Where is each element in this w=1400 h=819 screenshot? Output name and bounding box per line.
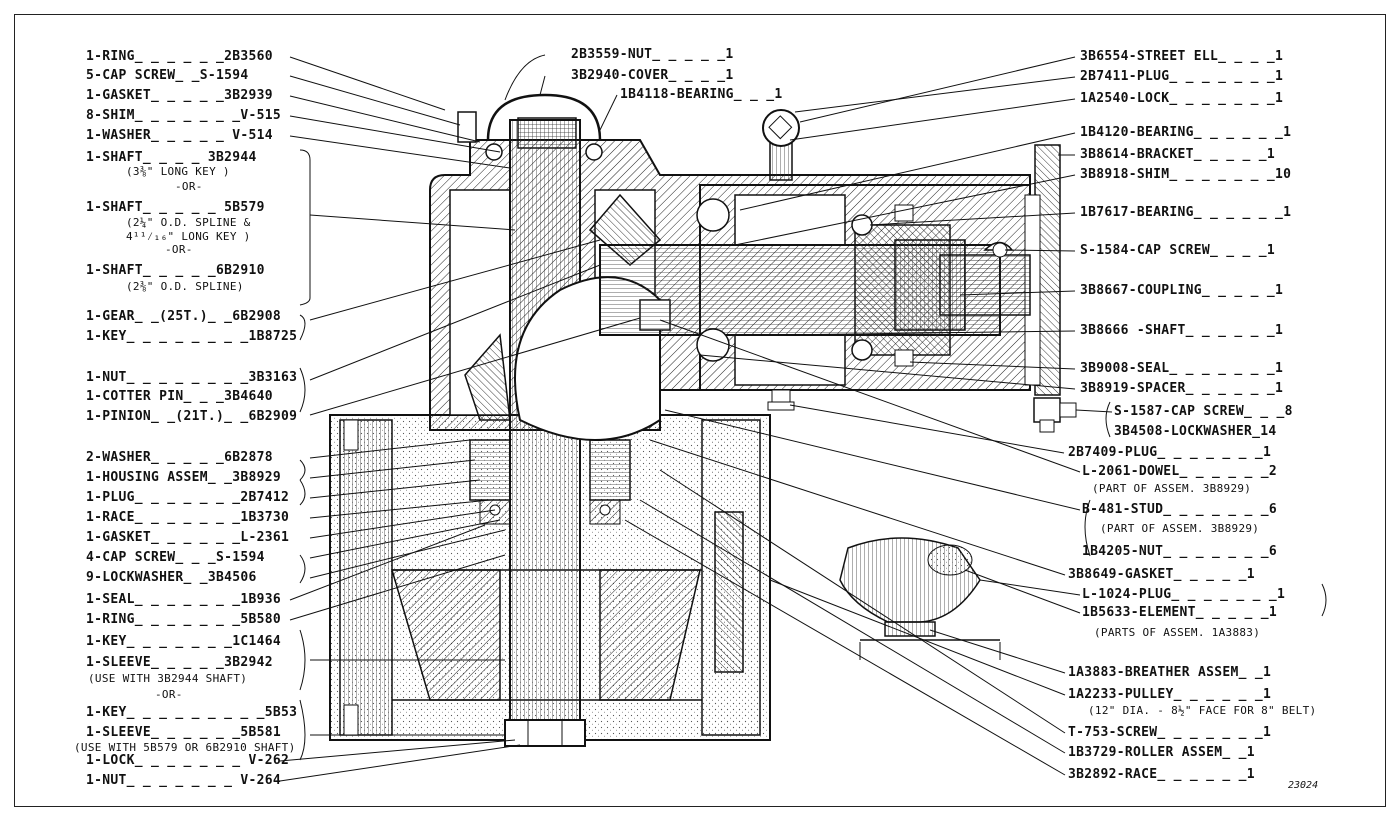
- part-label-l4: 8-SHIM_ _ _ _ _ _ _V-515: [86, 108, 282, 123]
- part-label-l1: 1-RING_ _ _ _ _ _2B3560: [86, 49, 273, 64]
- part-label-l13: 1-PINION_ _(21T.)_ _6B2909: [86, 409, 298, 424]
- part-label-l12: 1-COTTER PIN_ _ _3B4640: [86, 389, 273, 404]
- part-label-l11: 1-NUT_ _ _ _ _ _ _ _3B3163: [86, 370, 298, 385]
- part-label-r11: 3B9008-SEAL_ _ _ _ _ _ _1: [1080, 361, 1284, 376]
- part-label-r29: 1B3729-ROLLER ASSEM_ _1: [1068, 745, 1255, 760]
- part-label-t1: 2B3559-NUT_ _ _ _ _1: [571, 47, 734, 62]
- cap-screw-right: [1033, 397, 1077, 433]
- part-label-r8: S-1584-CAP SCREW_ _ _ _1: [1080, 243, 1276, 258]
- part-label-l7b: 4¹¹⁄₁₆" LONG KEY ): [126, 230, 251, 243]
- horizontal-shaft: [599, 198, 1031, 367]
- part-label-r5: 3B8614-BRACKET_ _ _ _ _1: [1080, 147, 1276, 162]
- part-label-r16: L-2061-DOWEL_ _ _ _ _ _2: [1082, 464, 1278, 479]
- part-label-r4: 1B4120-BEARING_ _ _ _ _ _1: [1080, 125, 1292, 140]
- part-label-r24: (PARTS OF ASSEM. 1A3883): [1094, 626, 1261, 639]
- part-label-l27: 1-LOCK_ _ _ _ _ _ _ V-262: [86, 753, 290, 768]
- part-label-l26a: (USE WITH 5B579 OR 6B2910 SHAFT): [74, 741, 296, 754]
- part-label-r15: 2B7409-PLUG_ _ _ _ _ _ _1: [1068, 445, 1272, 460]
- part-label-r17: (PART OF ASSEM. 3B8929): [1092, 482, 1252, 495]
- part-label-l2: 5-CAP SCREW_ _S-1594: [86, 68, 249, 83]
- part-label-l3: 1-GASKET_ _ _ _ _3B2939: [86, 88, 273, 103]
- part-label-l5: 1-WASHER_ _ _ _ _ V-514: [86, 128, 273, 143]
- part-label-l6a: (3⅜" LONG KEY ): [126, 165, 230, 178]
- part-label-l9: 1-GEAR_ _(25T.)_ _6B2908: [86, 309, 282, 324]
- part-label-l8: 1-SHAFT_ _ _ _ _6B2910: [86, 263, 265, 278]
- part-label-r18: B-481-STUD_ _ _ _ _ _ _6: [1082, 502, 1278, 517]
- part-label-l25: 1-KEY_ _ _ _ _ _ _ _ _5B53: [86, 705, 298, 720]
- part-label-l24a: (USE WITH 3B2944 SHAFT): [88, 672, 248, 685]
- part-label-l7a: (2¼" O.D. SPLINE &: [126, 216, 251, 229]
- part-label-l26: 1-SLEEVE_ _ _ _ _ _5B581: [86, 725, 282, 740]
- part-label-l8a: (2⅜" O.D. SPLINE): [126, 280, 244, 293]
- part-label-r23: 1B5633-ELEMENT_ _ _ _ _1: [1082, 605, 1278, 620]
- part-label-r25: 1A3883-BREATHER ASSEM_ _1: [1068, 665, 1272, 680]
- part-label-l6b: -OR-: [175, 180, 203, 193]
- part-label-l16: 1-PLUG_ _ _ _ _ _ _2B7412: [86, 490, 290, 505]
- part-label-r13: S-1587-CAP SCREW_ _ _8: [1114, 404, 1293, 419]
- part-label-r10: 3B8666 -SHAFT_ _ _ _ _ _1: [1080, 323, 1284, 338]
- part-label-l7: 1-SHAFT_ _ _ _ _ 5B579: [86, 200, 265, 215]
- part-label-l19: 4-CAP SCREW_ _ _S-1594: [86, 550, 265, 565]
- part-label-r7: 1B7617-BEARING_ _ _ _ _ _1: [1080, 205, 1292, 220]
- part-label-r12: 3B8919-SPACER_ _ _ _ _ _1: [1080, 381, 1284, 396]
- part-label-r27: (12" DIA. - 8½" FACE FOR 8" BELT): [1088, 704, 1317, 717]
- part-label-l7c: -OR-: [165, 243, 193, 256]
- part-label-l21: 1-SEAL_ _ _ _ _ _ _1B936: [86, 592, 282, 607]
- part-label-l14: 2-WASHER_ _ _ _ _6B2878: [86, 450, 273, 465]
- figure-number: 23024: [1288, 780, 1319, 791]
- part-label-r21: 3B8649-GASKET_ _ _ _ _1: [1068, 567, 1255, 582]
- part-label-l23: 1-KEY_ _ _ _ _ _ _1C1464: [86, 634, 282, 649]
- part-label-r2: 2B7411-PLUG_ _ _ _ _ _ _1: [1080, 69, 1284, 84]
- part-label-r1: 3B6554-STREET ELL_ _ _ _1: [1080, 49, 1284, 64]
- part-label-r9: 3B8667-COUPLING_ _ _ _ _1: [1080, 283, 1284, 298]
- part-label-l15: 1-HOUSING ASSEM_ _3B8929: [86, 470, 282, 485]
- part-label-l20: 9-LOCKWASHER_ _3B4506: [86, 570, 257, 585]
- leader-lines: [279, 54, 1327, 782]
- part-label-r26: 1A2233-PULLEY_ _ _ _ _ _1: [1068, 687, 1272, 702]
- part-label-l28: 1-NUT_ _ _ _ _ _ _ V-264: [86, 773, 282, 788]
- part-label-r28: T-753-SCREW_ _ _ _ _ _ _1: [1068, 725, 1272, 740]
- part-label-l10: 1-KEY_ _ _ _ _ _ _ _1B8725: [86, 329, 298, 344]
- part-label-l22: 1-RING_ _ _ _ _ _ _5B580: [86, 612, 282, 627]
- street-ell: [762, 109, 800, 181]
- part-label-l18: 1-GASKET_ _ _ _ _ _L-2361: [86, 530, 290, 545]
- lower-bearings: [469, 439, 631, 525]
- breather-assembly: [839, 537, 1001, 660]
- part-label-l24: 1-SLEEVE_ _ _ _ _3B2942: [86, 655, 273, 670]
- part-label-r22: L-1024-PLUG_ _ _ _ _ _ _1: [1082, 587, 1286, 602]
- part-label-r19: (PART OF ASSEM. 3B8929): [1100, 522, 1260, 535]
- part-label-t3: 1B4118-BEARING_ _ _1: [620, 87, 783, 102]
- part-label-r14: 3B4508-LOCKWASHER_14: [1114, 424, 1277, 439]
- part-label-t2: 3B2940-COVER_ _ _ _1: [571, 68, 734, 83]
- part-label-r20: 1B4205-NUT_ _ _ _ _ _ _6: [1082, 544, 1278, 559]
- part-label-r30: 3B2892-RACE_ _ _ _ _ _1: [1068, 767, 1255, 782]
- part-label-l6: 1-SHAFT_ _ _ _ 3B2944: [86, 150, 257, 165]
- part-label-r6: 3B8918-SHIM_ _ _ _ _ _ _10: [1080, 167, 1292, 182]
- part-label-l24b: -OR-: [155, 688, 183, 701]
- drain-plug: [767, 389, 795, 411]
- part-label-l17: 1-RACE_ _ _ _ _ _ _1B3730: [86, 510, 290, 525]
- part-label-r3: 1A2540-LOCK_ _ _ _ _ _ _1: [1080, 91, 1284, 106]
- drawing-frame: [14, 14, 1386, 807]
